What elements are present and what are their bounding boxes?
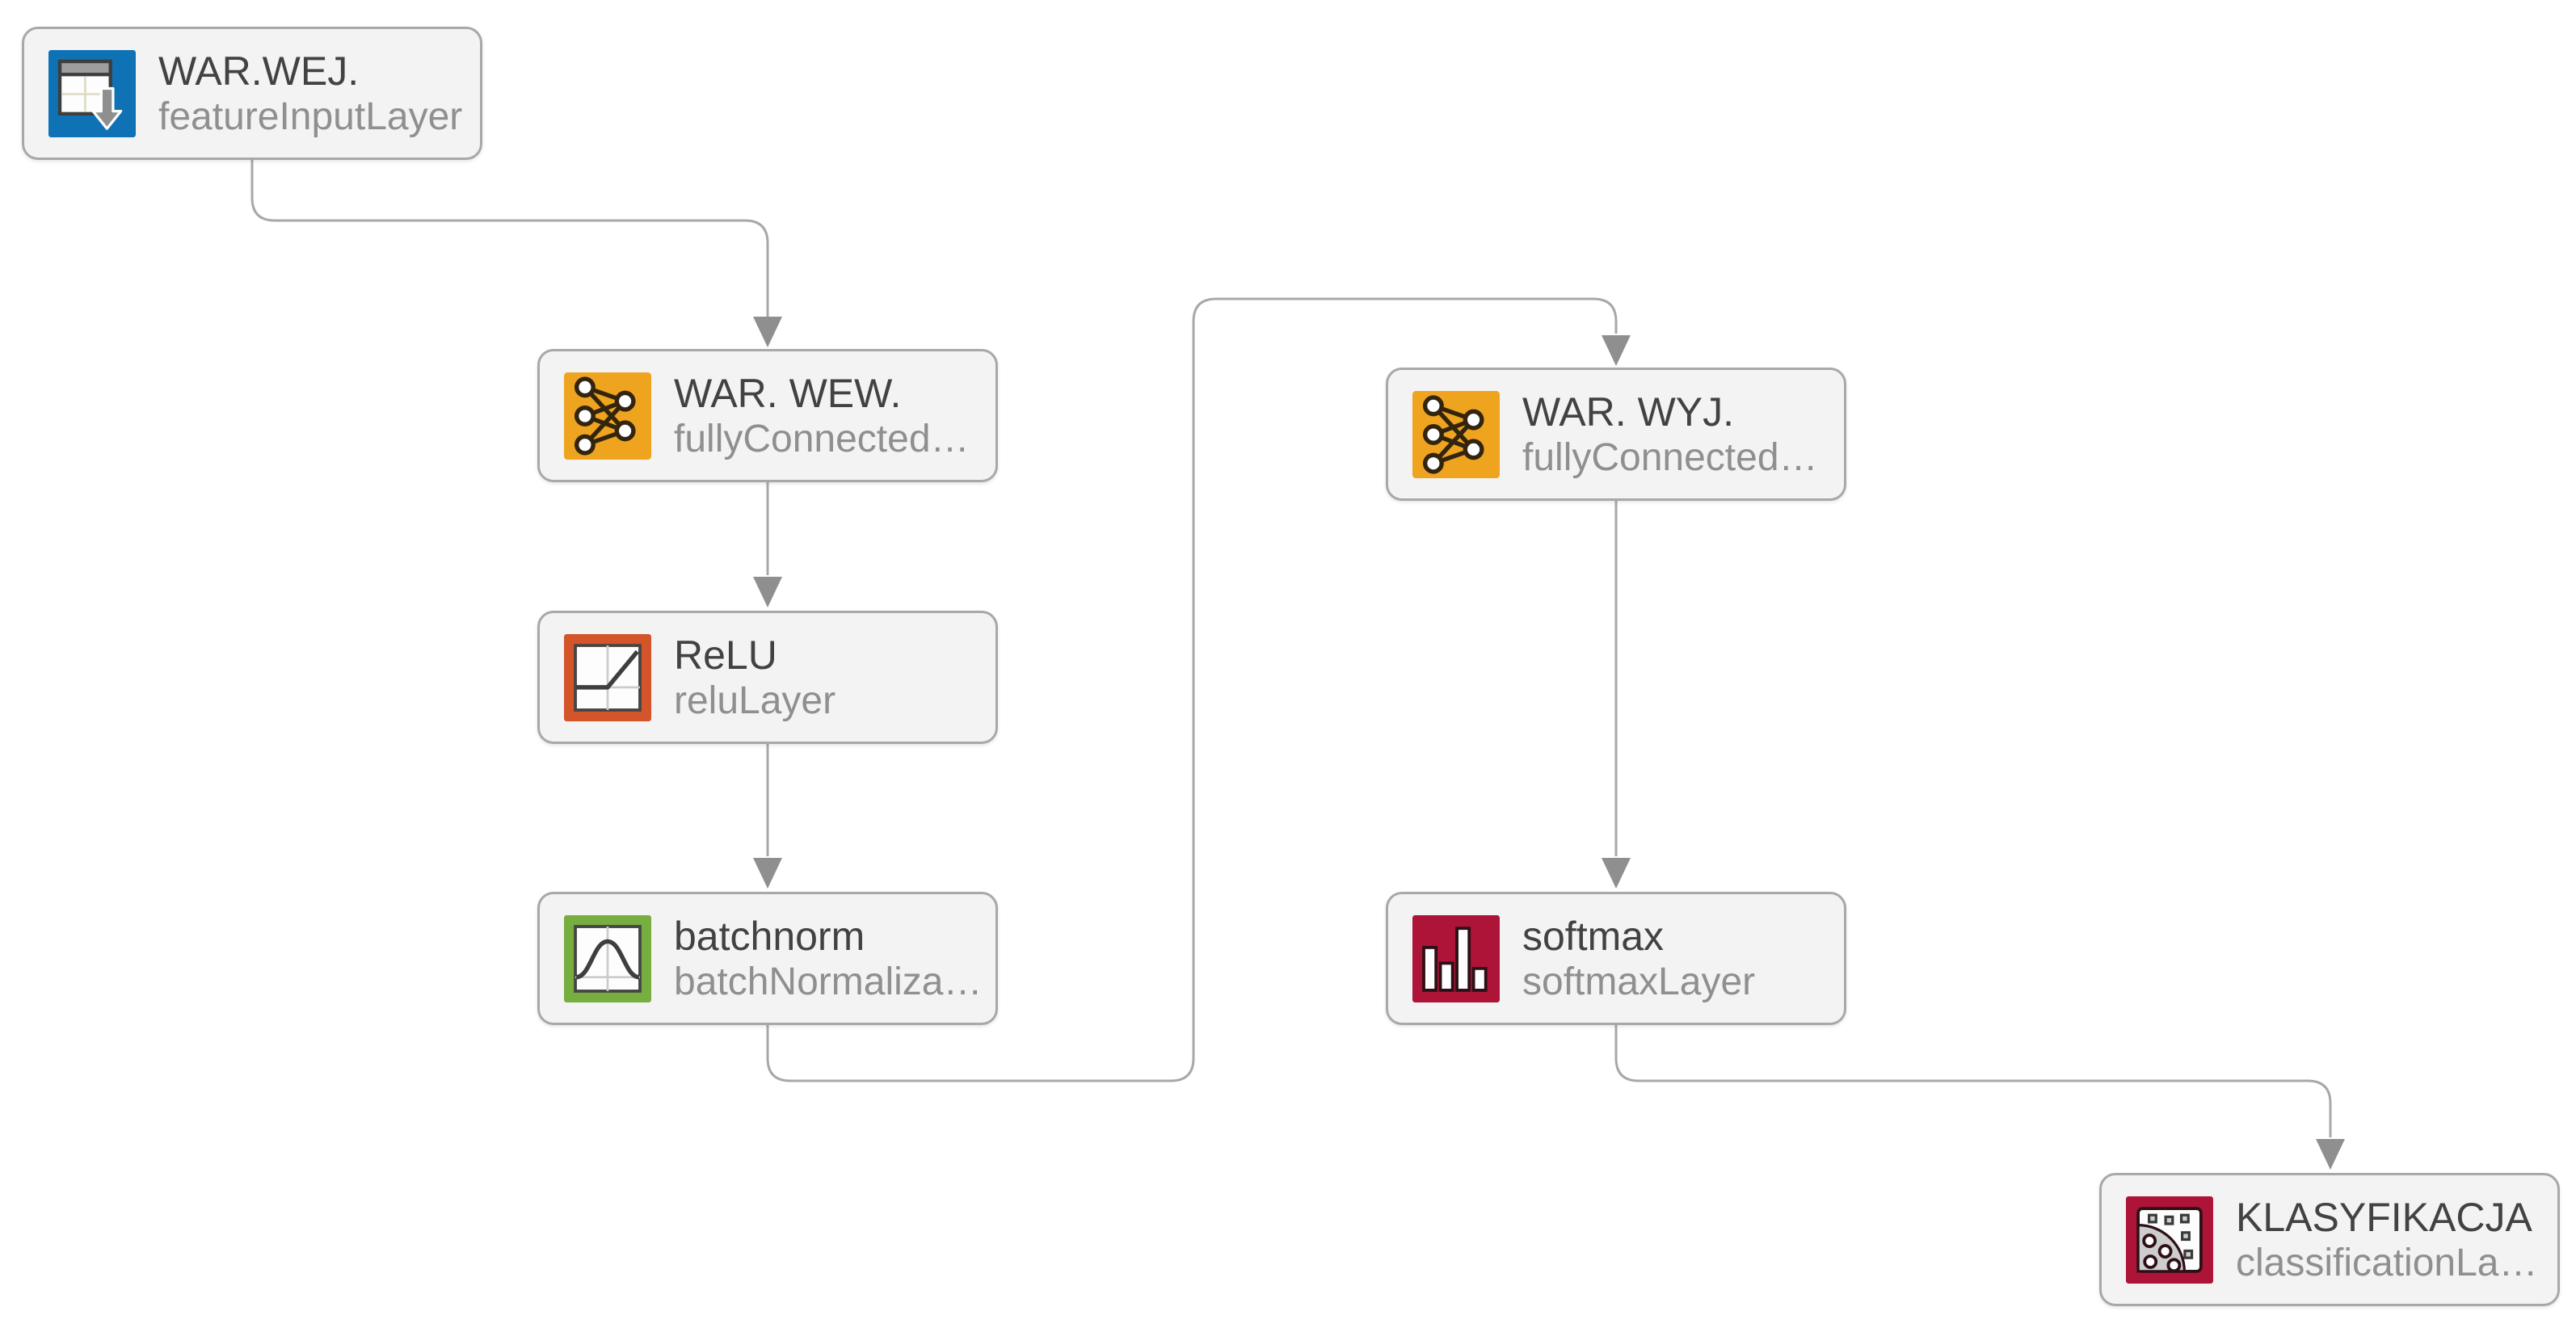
gaussian-curve-icon	[564, 914, 651, 1002]
layer-type: reluLayer	[674, 679, 836, 722]
connection-warwyj-to-softmax[interactable]	[1602, 501, 1631, 889]
layer-type: featureInputLayer	[158, 95, 463, 138]
feature-input-table-icon	[48, 49, 136, 137]
layer-node-klasyfikacja[interactable]: KLASYFIKACJA classificationLa…	[2099, 1173, 2560, 1306]
layer-node-batchnorm[interactable]: batchnorm batchNormaliza…	[537, 892, 998, 1025]
connection-warwew-to-relu[interactable]	[753, 482, 782, 607]
layer-node-warwyj[interactable]: WAR. WYJ. fullyConnected…	[1386, 368, 1846, 501]
layer-name: WAR. WEW.	[674, 371, 902, 416]
layer-type: fullyConnected…	[1522, 436, 1818, 479]
connection-relu-to-batchnorm[interactable]	[753, 744, 782, 889]
layer-name: KLASYFIKACJA	[2236, 1195, 2532, 1240]
layer-type: fullyConnected…	[674, 418, 970, 460]
connection-warwej-to-warwew[interactable]	[250, 160, 782, 347]
layer-node-relu[interactable]: ReLU reluLayer	[537, 611, 998, 744]
bar-chart-icon	[1412, 914, 1500, 1002]
layer-type: softmaxLayer	[1522, 960, 1756, 1003]
layer-node-softmax[interactable]: softmax softmaxLayer	[1386, 892, 1846, 1025]
fully-connected-icon	[564, 372, 651, 460]
layer-node-warwew[interactable]: WAR. WEW. fullyConnected…	[537, 349, 998, 482]
layer-name: softmax	[1522, 914, 1665, 959]
connection-batchnorm-to-warwyj[interactable]	[766, 297, 1631, 1082]
layer-type: classificationLa…	[2236, 1242, 2538, 1284]
connection-softmax-to-klasyfikacja[interactable]	[1614, 1025, 2345, 1170]
fully-connected-icon	[1412, 390, 1500, 478]
layer-name: batchnorm	[674, 914, 865, 959]
layer-name: WAR.WEJ.	[158, 48, 360, 94]
layer-node-warwej[interactable]: WAR.WEJ. featureInputLayer	[22, 27, 482, 160]
layer-name: WAR. WYJ.	[1522, 389, 1735, 435]
classification-matrix-icon	[2126, 1196, 2213, 1284]
layer-name: ReLU	[674, 632, 777, 678]
relu-plot-icon	[564, 633, 651, 721]
layer-type: batchNormaliza…	[674, 960, 983, 1003]
